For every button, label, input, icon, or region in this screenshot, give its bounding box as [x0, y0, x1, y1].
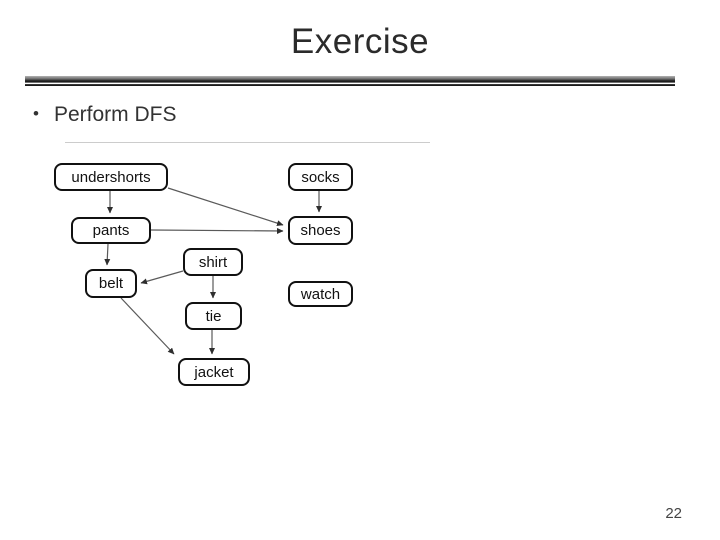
slide-title: Exercise [290, 22, 430, 61]
bullet-item: • Perform DFS [33, 103, 176, 127]
bullet-icon: • [33, 104, 39, 123]
graph-node-watch: watch [288, 281, 353, 307]
title-divider-rule [25, 76, 675, 86]
edge-shirt-to-belt [140, 270, 184, 285]
edge-undershorts-to-shoes [167, 187, 284, 227]
graph-node-undershorts: undershorts [54, 163, 168, 191]
graph-node-belt: belt [85, 269, 137, 298]
bullet-text: Perform DFS [53, 103, 177, 126]
edge-pants-to-belt [104, 243, 111, 266]
embedded-image-top-edge [65, 142, 430, 143]
slide-page-number: 22 [665, 505, 682, 522]
graph-node-shirt: shirt [183, 248, 243, 276]
graph-node-socks: socks [288, 163, 353, 191]
graph-node-jacket: jacket [178, 358, 250, 386]
edge-pants-to-shoes [150, 227, 284, 234]
graph-node-shoes: shoes [288, 216, 353, 245]
graph-node-pants: pants [71, 217, 151, 244]
edge-belt-to-jacket [120, 297, 175, 355]
graph-node-tie: tie [185, 302, 242, 330]
